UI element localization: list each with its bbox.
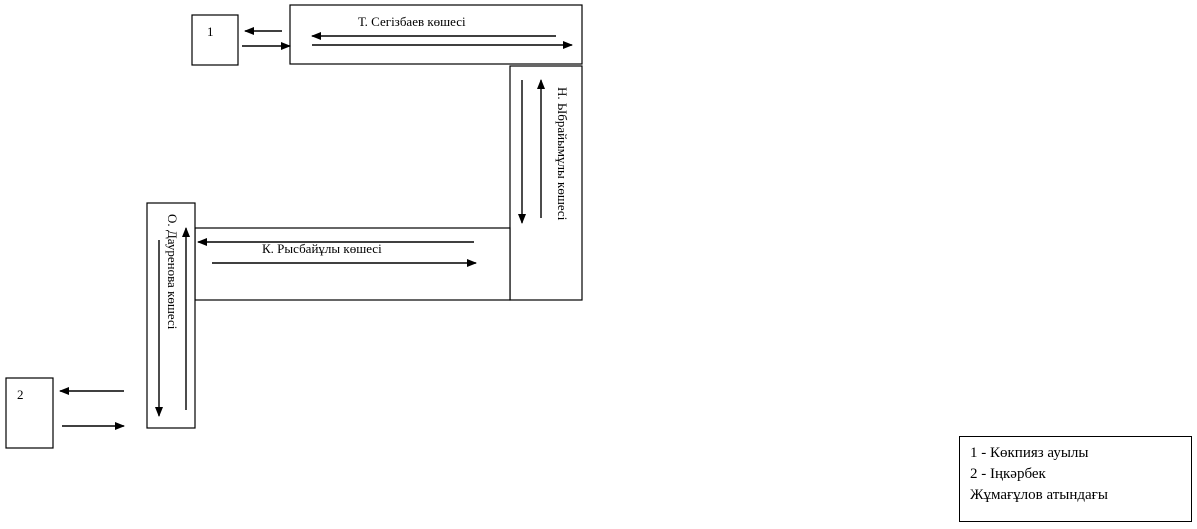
legend-item: 2 - Іңкәрбек <box>970 466 1046 482</box>
node-2-box <box>5 377 54 449</box>
legend: 1 - Көкпияз ауылы 2 - Іңкәрбек Жұмағұлов… <box>959 436 1192 522</box>
rysbaiuly-street-box <box>194 227 511 301</box>
node-2-label: 2 <box>17 387 24 402</box>
node-1-label: 1 <box>207 24 214 39</box>
daurenova-street-label: О. Дауренова көшесі <box>165 214 180 330</box>
ibraimuly-street-label: Н. Ыбрайымұлы көшесі <box>555 87 570 221</box>
daurenova-street-box <box>146 202 196 429</box>
legend-item: 1 - Көкпияз ауылы <box>970 445 1089 461</box>
rysbaiuly-street-label: К. Рысбайұлы көшесі <box>262 241 382 256</box>
segizbaev-street-label: Т. Сегізбаев көшесі <box>358 14 466 29</box>
segizbaev-street-box <box>289 4 583 65</box>
legend-item: Жұмағұлов атындағы <box>970 487 1108 503</box>
node-1-box <box>191 14 239 66</box>
ibraimuly-street-box <box>509 65 583 301</box>
